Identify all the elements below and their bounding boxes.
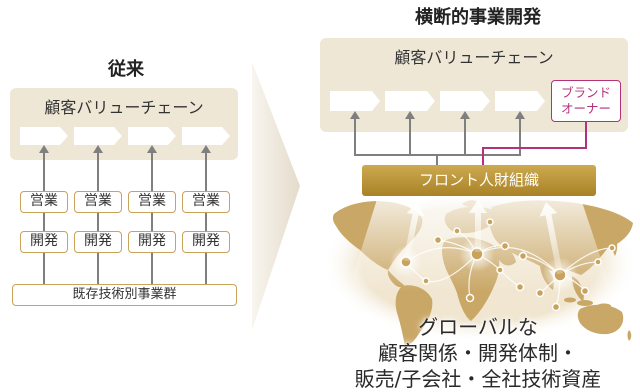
network-dot: [518, 251, 528, 261]
continent-new-zealand: [627, 330, 632, 341]
world-map: [322, 194, 638, 350]
value-chain-chevron: [330, 91, 380, 111]
network-dot: [433, 235, 443, 245]
value-chain-chevron: [495, 91, 545, 111]
caption-line-3: 販売/子会社・全社技術資産: [354, 367, 602, 391]
upward-arrow-head: [39, 145, 49, 153]
left-value-chain-label: 顧客バリューチェーン: [44, 98, 204, 117]
existing-business-base-bar: 既存技術別事業群: [12, 284, 237, 306]
upward-arrow-head: [515, 111, 525, 119]
network-dot: [486, 218, 494, 226]
front-talent-org-bar: フロント人財組織: [362, 165, 596, 196]
global-assets-caption: グローバルな 顧客関係・開発体制・ 販売/子会社・全社技術資産: [320, 314, 636, 392]
caption-line-2: 顧客関係・開発体制・: [378, 341, 578, 365]
network-dot: [515, 282, 525, 292]
brand-owner-box: ブランド オーナー: [551, 80, 621, 122]
network-dot: [500, 241, 510, 251]
upward-arrow-head: [201, 145, 211, 153]
upward-arrow-head: [405, 111, 415, 119]
dev-box-1: 開発: [20, 231, 68, 253]
transition-arrow: [252, 62, 300, 330]
right-value-chain-label: 顧客バリューチェーン: [394, 48, 554, 67]
value-chain-chevron: [20, 127, 68, 145]
upward-arrows-left: [39, 145, 211, 284]
continent-south-america: [395, 285, 433, 346]
network-dot: [422, 277, 430, 285]
value-chain-chevron: [74, 127, 122, 145]
left-title: 従来: [108, 59, 144, 80]
value-chain-chevron: [385, 91, 435, 111]
upward-arrow-head: [350, 111, 360, 119]
upward-arrow-head: [460, 111, 470, 119]
value-chain-chevron: [440, 91, 490, 111]
right-title: 横断的事業開発: [415, 7, 541, 28]
network-dot: [551, 302, 561, 312]
sales-box-1: 営業: [20, 191, 68, 213]
caption-line-1: グローバルな: [418, 315, 538, 339]
network-dot: [594, 258, 602, 266]
light-arrow: [469, 200, 487, 252]
sales-box-3: 営業: [128, 191, 176, 213]
network-dots: [400, 218, 616, 312]
brand-owner-line-2: オーナー: [560, 101, 611, 116]
sales-box-2: 営業: [74, 191, 122, 213]
network-dot: [535, 288, 545, 298]
value-chain-chevron: [182, 127, 230, 145]
continent-australia: [577, 304, 624, 335]
value-chain-chevrons-left: [20, 127, 230, 145]
continent-indonesia: [564, 297, 576, 303]
light-arrow: [539, 202, 563, 275]
dev-box-2: 開発: [74, 231, 122, 253]
upward-arrows-right: [350, 111, 525, 165]
network-dot: [496, 266, 504, 274]
value-chain-chevrons-right: [330, 91, 545, 111]
sales-box-4: 営業: [182, 191, 230, 213]
value-chain-panel-left: [10, 88, 238, 160]
light-arrows: [403, 200, 563, 275]
value-chain-chevron: [128, 127, 176, 145]
network-dot: [608, 244, 616, 252]
dev-box-4: 開発: [182, 231, 230, 253]
light-arrow: [403, 202, 425, 262]
upward-arrow-head: [93, 145, 103, 153]
network-dot: [453, 227, 461, 235]
dev-box-3: 開発: [128, 231, 176, 253]
brand-owner-line-1: ブランド: [560, 85, 611, 100]
network-dot: [580, 286, 590, 296]
continent-indonesia: [577, 300, 593, 306]
brand-owner-link: [482, 122, 587, 165]
upward-arrow-head: [147, 145, 157, 153]
network-dot: [465, 293, 475, 303]
